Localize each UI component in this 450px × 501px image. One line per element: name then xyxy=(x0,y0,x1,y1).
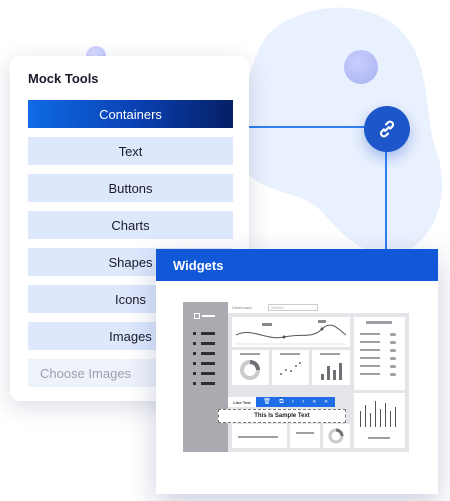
mockup-bar-panel xyxy=(312,350,350,385)
double-chevron-right-icon: » xyxy=(324,399,328,405)
connector-vertical xyxy=(385,146,387,250)
tool-button-charts[interactable]: Charts xyxy=(28,211,233,239)
mockup-tab-line-text: Line Text xyxy=(228,397,256,407)
connector-horizontal xyxy=(234,126,369,128)
double-chevron-left-icon: « xyxy=(312,399,317,405)
dashboard-mockup: Dashboard Search xyxy=(183,302,409,452)
mockup-donut-panel-small xyxy=(323,424,350,448)
mockup-scatter-panel xyxy=(272,350,309,385)
mockup-home-label: Dashboard xyxy=(232,305,252,310)
mockup-sample-text: This Is Sample Text xyxy=(218,409,346,423)
mockup-text-panel xyxy=(232,424,287,448)
mockup-topbar: Dashboard Search xyxy=(228,302,409,313)
mockup-nav-item xyxy=(193,362,217,365)
decorative-bubble-large xyxy=(344,50,378,84)
mockup-list-panel xyxy=(354,317,405,390)
mockup-vertical-bars-panel xyxy=(354,393,405,448)
link-icon xyxy=(379,120,395,138)
mockup-line-chart-panel xyxy=(232,317,350,347)
mock-tools-title: Mock Tools xyxy=(28,71,99,86)
mockup-nav-item xyxy=(193,342,217,345)
tool-button-containers[interactable]: Containers xyxy=(28,100,233,128)
chevron-left-icon: ‹ xyxy=(291,399,294,405)
background-blob xyxy=(233,7,443,255)
widgets-title: Widgets xyxy=(156,249,438,281)
mockup-donut-panel xyxy=(232,350,269,385)
tool-button-buttons[interactable]: Buttons xyxy=(28,174,233,202)
mockup-nav-item xyxy=(193,332,217,335)
mockup-nav-item xyxy=(193,372,217,375)
mockup-nav-item xyxy=(193,382,217,385)
mockup-donut-chart xyxy=(240,360,260,380)
chevron-right-icon: › xyxy=(302,399,305,405)
tool-button-text[interactable]: Text xyxy=(28,137,233,165)
mockup-line-chart xyxy=(235,320,347,345)
mockup-sidebar xyxy=(183,302,228,452)
mockup-mini-panel xyxy=(290,424,320,448)
link-node-button[interactable] xyxy=(364,106,410,152)
trash-icon: 🗑 xyxy=(263,399,271,405)
mockup-nav-item xyxy=(193,352,217,355)
widgets-panel: Widgets Dashboard Search xyxy=(156,249,438,494)
mockup-text-toolbar: 🗑 ⧉ ‹ › « » xyxy=(256,397,335,407)
copy-icon: ⧉ xyxy=(279,399,284,405)
mockup-scatter-chart xyxy=(280,362,301,375)
mockup-search-input: Search xyxy=(268,304,318,311)
mockup-logo-icon xyxy=(194,313,200,319)
